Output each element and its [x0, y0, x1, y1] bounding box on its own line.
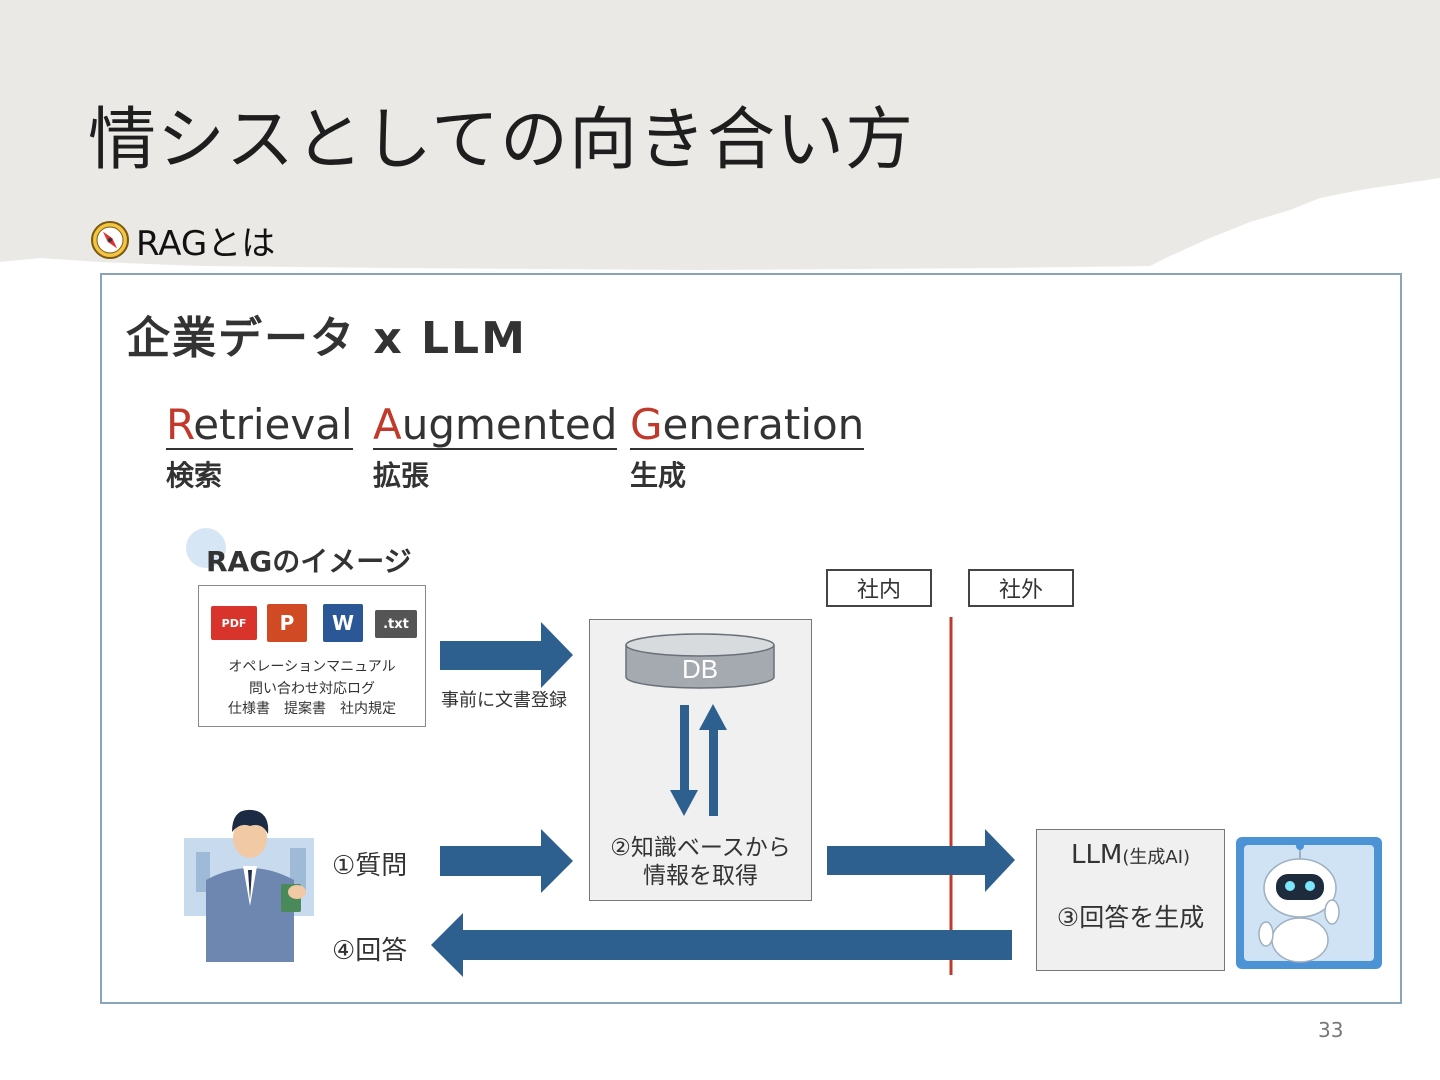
- llm-name: LLM(生成AI): [1037, 840, 1224, 870]
- term-generation-jp: 生成: [630, 459, 687, 492]
- slide-title: 情シスとしての向き合い方: [88, 101, 914, 180]
- answer-label: ④回答: [332, 936, 408, 966]
- llm-suffix: (生成AI): [1122, 847, 1191, 868]
- down-arrow: [670, 705, 698, 816]
- subtitle: RAGとは: [136, 223, 276, 264]
- powerpoint-file-icon: P: [267, 604, 307, 642]
- businessman-illustration: [184, 809, 314, 962]
- llm-name-text: LLM: [1070, 840, 1123, 870]
- diagram-title: 企業データ x LLM: [126, 313, 527, 364]
- txt-file-icon: .txt: [375, 610, 417, 638]
- term-initial: R: [166, 400, 194, 449]
- database-icon: [625, 633, 775, 689]
- term-augmented-jp: 拡張: [373, 459, 430, 492]
- pre-register-label: 事前に文書登録: [441, 690, 567, 711]
- question-arrow: [440, 829, 573, 893]
- answer-arrow: [431, 913, 1012, 977]
- term-generation: Generation: [630, 400, 865, 450]
- subtitle-row: RAGとは: [90, 218, 276, 264]
- term-rest: etrieval: [193, 400, 353, 449]
- word-file-icon: W: [323, 604, 363, 642]
- documents-box: PDF P W .txt オペレーションマニュアル 問い合わせ対応ログ 仕様書 …: [198, 585, 426, 727]
- db-label: DB: [682, 654, 718, 684]
- header-background: [0, 0, 1440, 270]
- rag-image-label: RAGのイメージ: [206, 545, 412, 578]
- up-arrow: [699, 704, 727, 816]
- term-rest: eneration: [662, 400, 865, 449]
- term-initial: G: [630, 400, 663, 449]
- pdf-file-icon: PDF: [211, 606, 257, 640]
- term-augmented: Augmented: [373, 400, 618, 450]
- document-type-line: 問い合わせ対応ログ: [249, 681, 375, 697]
- zone-internal-label: 社内: [826, 569, 932, 607]
- document-type-line: オペレーションマニュアル: [228, 659, 396, 675]
- retrieval-arrow: [827, 829, 1015, 892]
- register-arrow: [440, 622, 573, 688]
- knowledge-base-text: ②知識ベースから 情報を取得: [589, 834, 812, 890]
- llm-box: LLM(生成AI) ③回答を生成: [1036, 829, 1225, 971]
- term-retrieval: Retrieval: [166, 402, 353, 450]
- document-type-line: 仕様書 提案書 社内規定: [228, 701, 396, 717]
- compass-icon: [91, 221, 129, 259]
- knowledge-base-line: 情報を取得: [643, 863, 758, 889]
- knowledge-base-line: ②知識ベースから: [610, 835, 791, 861]
- robot-illustration: [1236, 837, 1382, 969]
- page-number: 33: [1318, 1018, 1344, 1042]
- zone-external-label: 社外: [968, 569, 1074, 607]
- question-label: ①質問: [332, 851, 408, 881]
- term-retrieval-jp: 検索: [166, 459, 223, 492]
- term-initial: A: [373, 400, 402, 449]
- term-rest: ugmented: [401, 400, 618, 449]
- llm-generate-text: ③回答を生成: [1056, 903, 1205, 932]
